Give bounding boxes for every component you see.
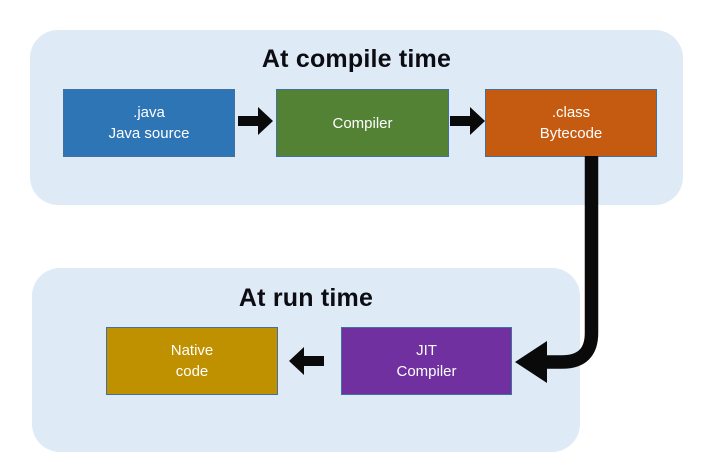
native-code-label-line1: Native — [170, 342, 214, 359]
java-source-label-line1: .java — [133, 104, 165, 121]
java-source-box: .java Java source — [63, 89, 235, 157]
jit-compiler-box: JIT Compiler — [341, 327, 512, 395]
jit-compiler-label-line1: JIT — [416, 342, 437, 359]
class-bytecode-label-line2: Bytecode — [539, 125, 603, 142]
arrow-right-icon — [238, 107, 273, 135]
run-time-title: At run time — [238, 284, 374, 312]
class-bytecode-label-line1: .class — [551, 104, 591, 121]
compiler-box: Compiler — [276, 89, 449, 157]
arrow-right-icon — [450, 107, 485, 135]
native-code-box: Native code — [106, 327, 278, 395]
jit-compiler-label-line2: Compiler — [396, 363, 457, 380]
arrow-left-icon — [289, 347, 324, 375]
native-code-label-line2: code — [175, 363, 209, 380]
java-source-label-line2: Java source — [108, 125, 190, 142]
compiler-label: Compiler — [332, 114, 393, 132]
compile-time-title: At compile time — [261, 45, 452, 73]
class-bytecode-box: .class Bytecode — [485, 89, 657, 157]
compile-time-panel: At compile time .java Java source Compil… — [30, 30, 683, 205]
run-time-panel: At run time Native code JIT Compiler — [32, 268, 580, 452]
